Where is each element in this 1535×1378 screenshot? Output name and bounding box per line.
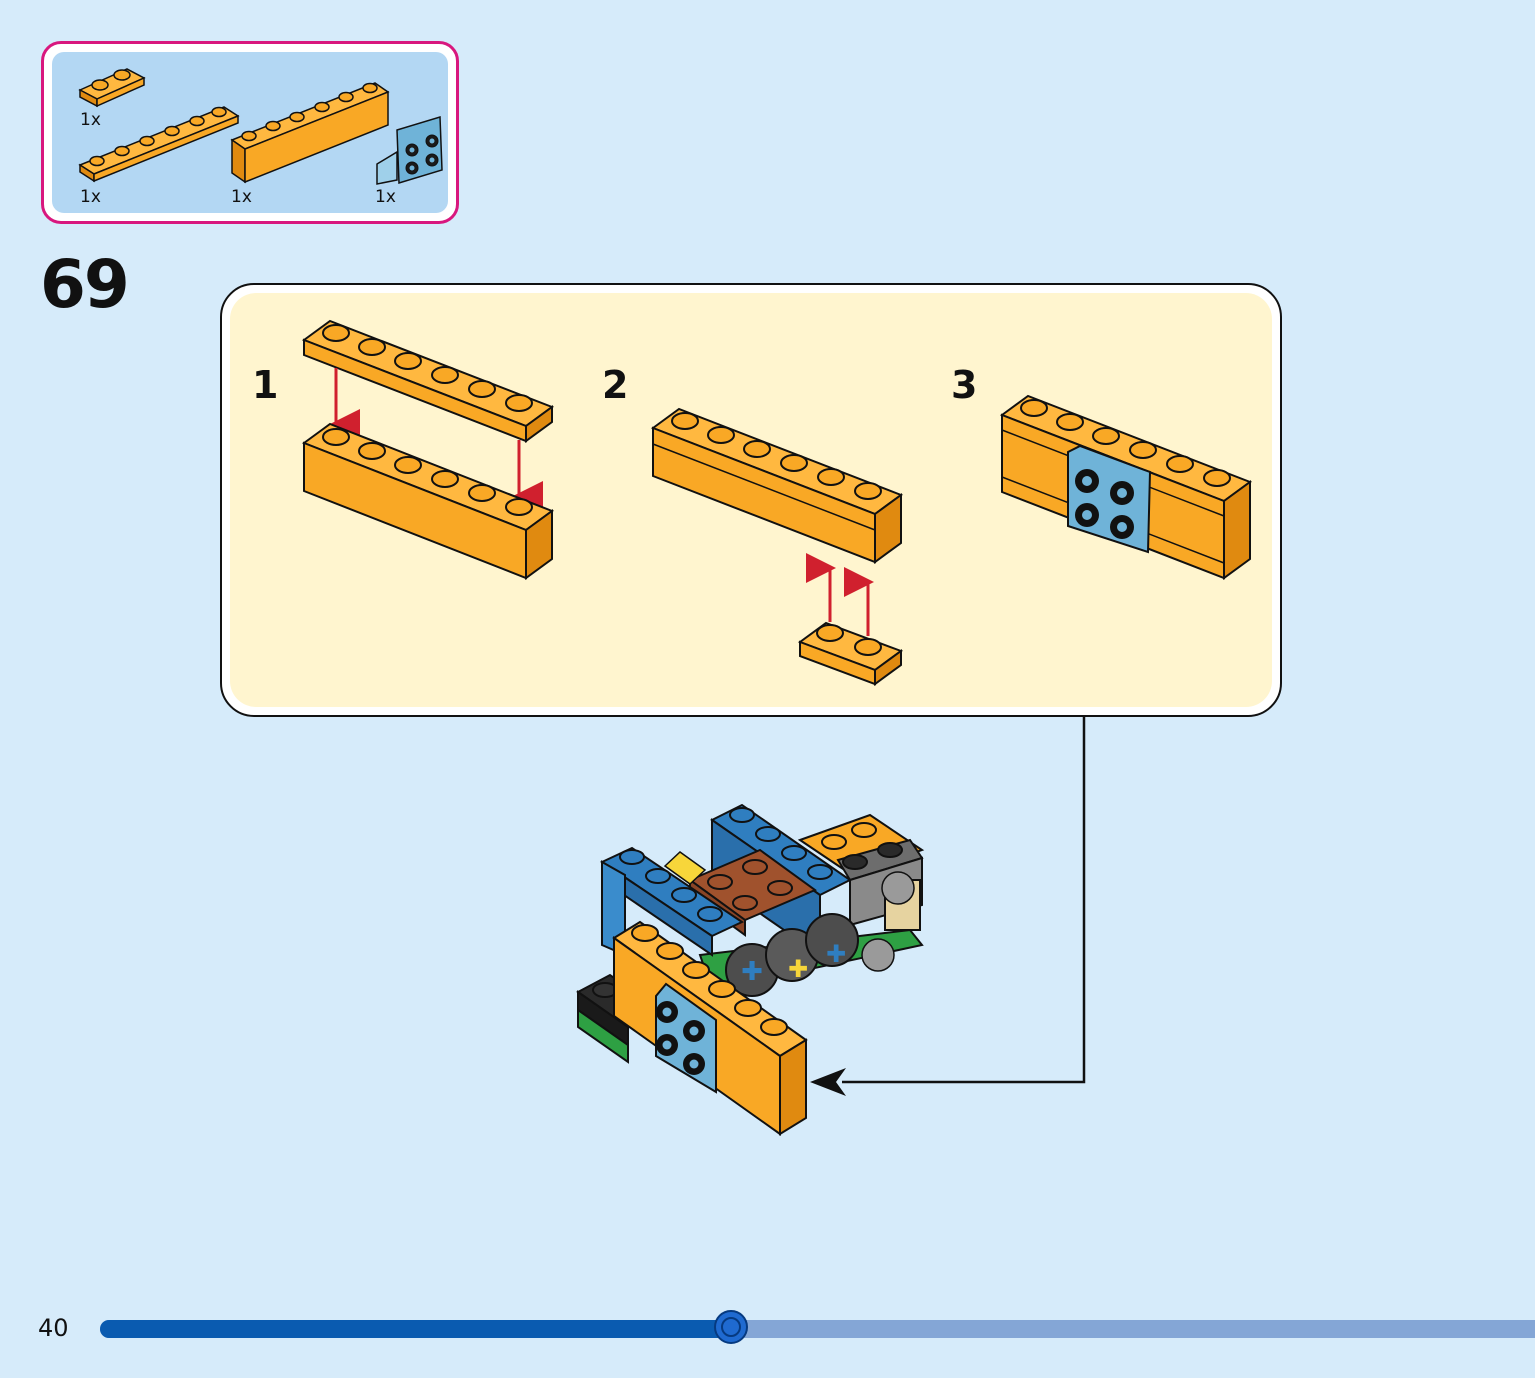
sub-step-2-plate-1x2 [797,621,904,686]
sub-step-1-brick-1x6 [301,422,555,580]
sub-step-label: 1 [252,363,279,407]
part-quantity: 1x [80,110,101,130]
page-number: 40 [38,1314,69,1342]
svg-text:✚: ✚ [826,940,846,968]
parts-list-panel: 1x 1x 1x 1x [52,52,448,213]
connector-arrowhead [810,1068,846,1096]
part-quantity: 1x [375,187,396,207]
orange-plate-1x2-icon [78,68,146,108]
sub-step-1-plate-1x6 [301,319,555,443]
orange-brick-1x6-icon [230,82,390,184]
step-number: 69 [40,246,130,323]
main-model: ✚ ✚ ✚ [576,803,925,1136]
connector-line [842,717,1086,1084]
sub-step-label: 3 [951,363,978,407]
sub-step-label: 2 [602,363,629,407]
part-quantity: 1x [231,187,252,207]
progress-fill [100,1320,731,1338]
part-quantity: 1x [80,187,101,207]
orange-plate-1x6-icon [78,106,240,183]
svg-text:✚: ✚ [741,957,763,987]
progress-knob [714,1310,748,1344]
parts-list-callout: 1x 1x 1x 1x [41,41,459,224]
light-blue-bracket-icon [376,116,443,185]
svg-text:✚: ✚ [788,955,808,983]
sub-step-2-brick-1x6 [650,407,904,564]
sub-step-3-assembly [999,394,1253,580]
